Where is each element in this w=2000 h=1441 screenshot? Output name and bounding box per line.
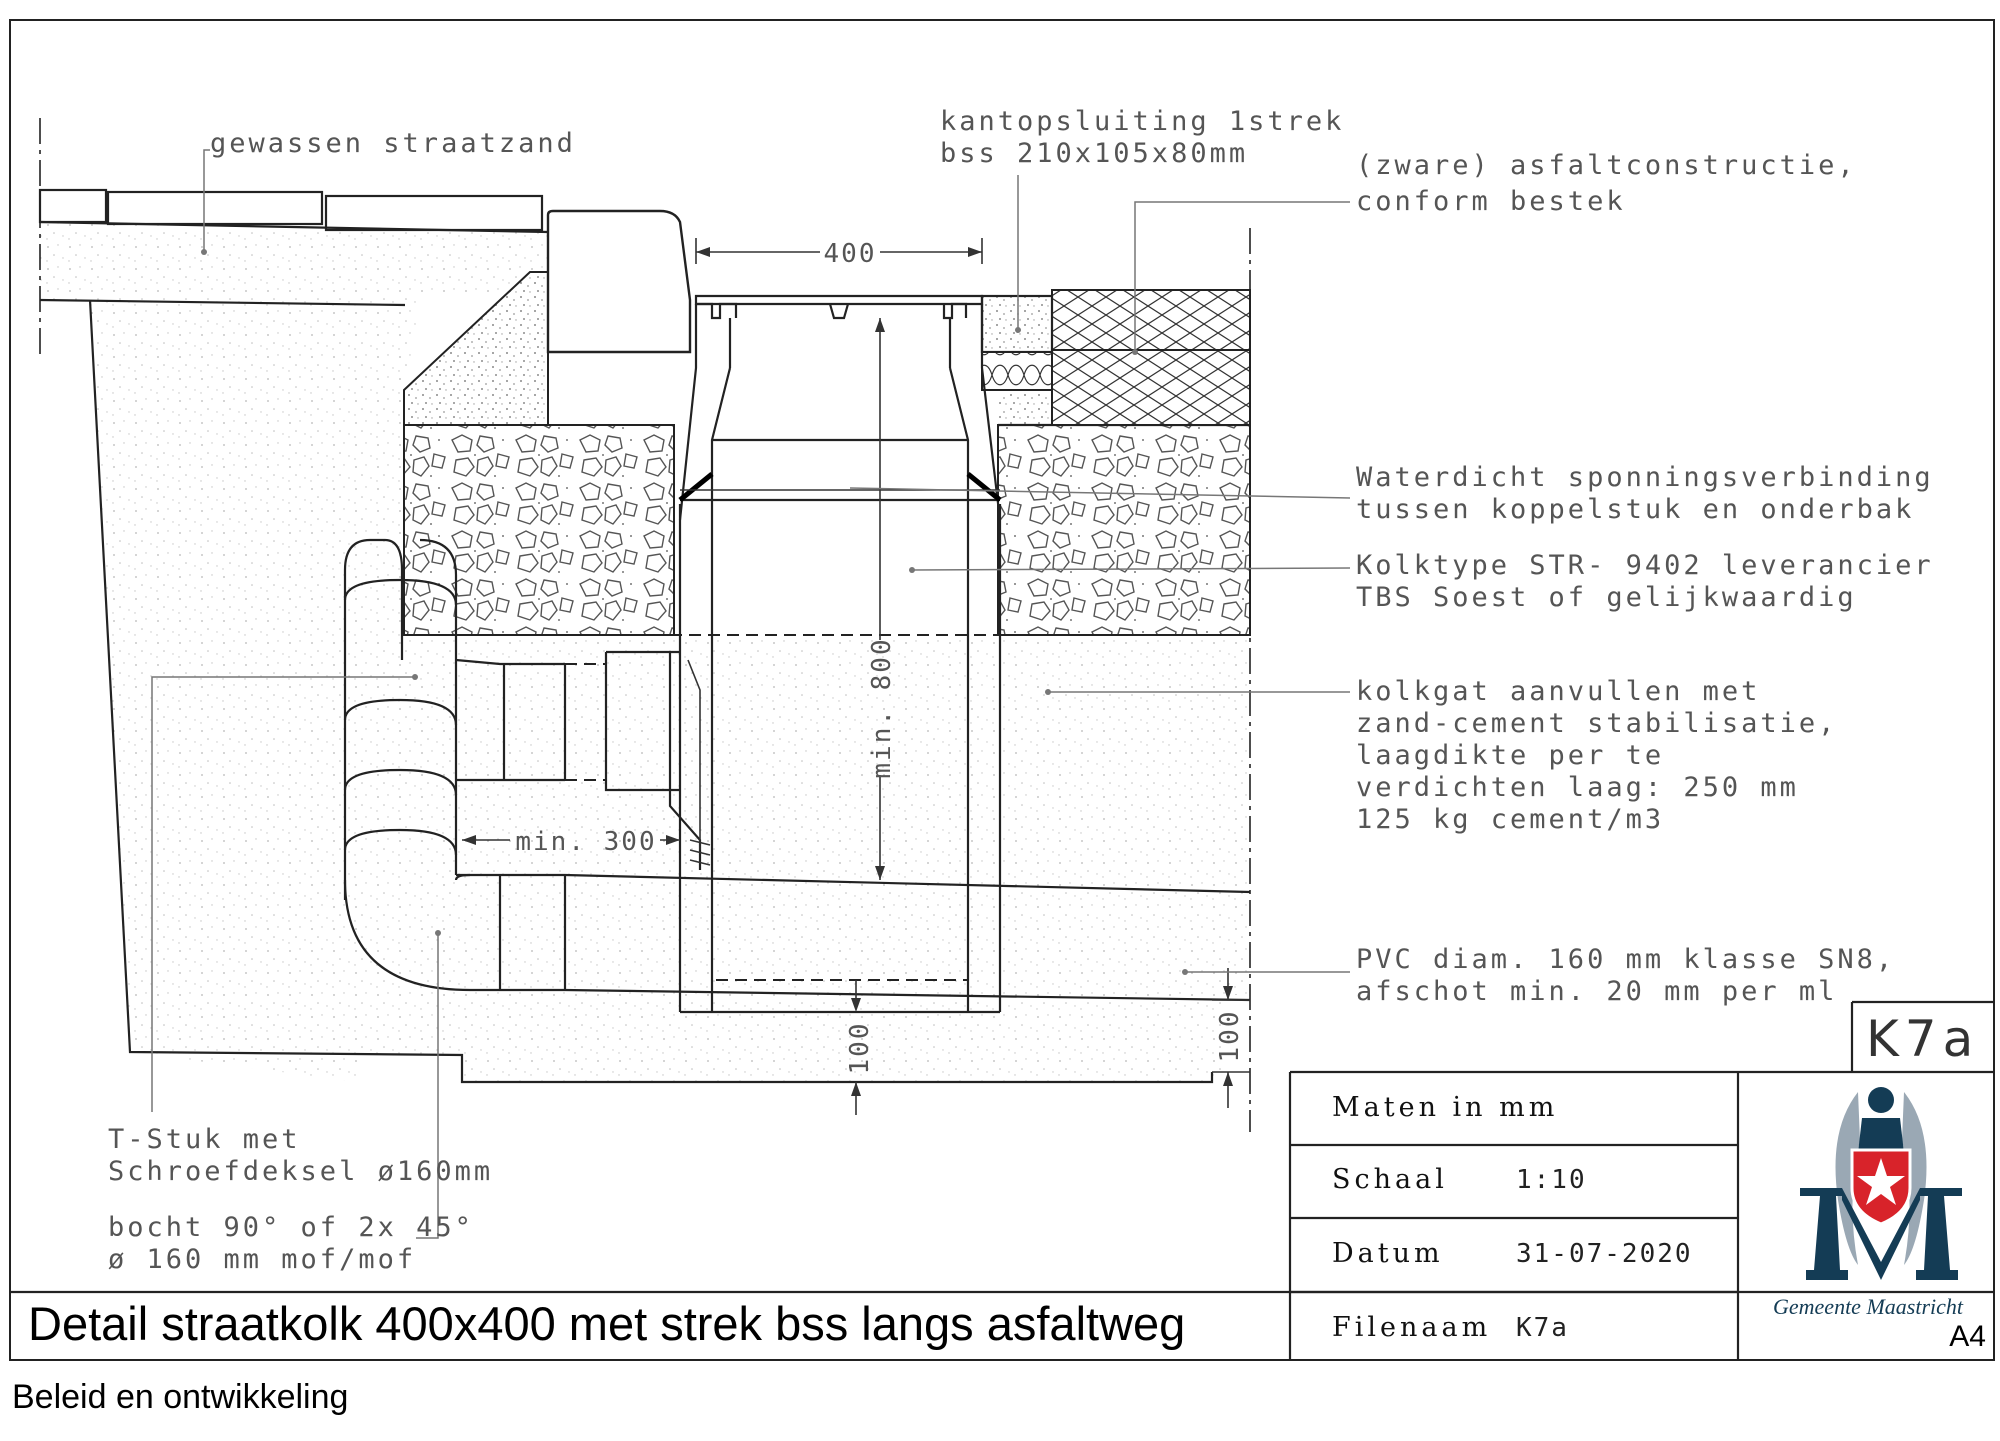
drawing-frame: [9, 19, 1995, 1361]
label-kolkgat-line2: zand-cement stabilisatie,: [1356, 708, 1837, 739]
label-kantopsluiting-line1: kantopsluiting 1strek: [940, 106, 1344, 137]
paper-size: A4: [1949, 1320, 1986, 1353]
title-block: [10, 1000, 1994, 1360]
pvc-pipework: [343, 538, 1251, 1002]
drawing-title: Detail straatkolk 400x400 met strek bss …: [28, 1297, 1185, 1350]
maten-label: Maten in mm: [1332, 1092, 1558, 1123]
dim-min-300: min. 300: [515, 827, 656, 857]
label-kolkgat-line4: verdichten laag: 250 mm: [1356, 772, 1799, 803]
label-kolktype-line2: TBS Soest of gelijkwaardig: [1356, 582, 1857, 613]
label-kolkgat-line3: laagdikte per te: [1356, 740, 1664, 771]
schaal-label: Schaal: [1332, 1164, 1448, 1195]
label-kantopsluiting-line2: bss 210x105x80mm: [940, 138, 1248, 169]
label-pvc-line2: afschot min. 20 mm per ml: [1356, 976, 1837, 1007]
dimension-lines: [462, 238, 1250, 1115]
dim-100-centre: 100: [845, 1022, 875, 1075]
label-tstuk-line1: T-Stuk met: [108, 1124, 301, 1155]
label-kolktype-line1: Kolktype STR- 9402 leverancier: [1356, 550, 1934, 581]
label-pvc-line1: PVC diam. 160 mm klasse SN8,: [1356, 944, 1895, 975]
dim-100-right: 100: [1215, 1010, 1245, 1063]
label-kolkgat-line1: kolkgat aanvullen met: [1356, 676, 1760, 707]
schaal-value: 1:10: [1516, 1165, 1587, 1195]
gemeente-maastricht-logo: [1800, 1087, 1962, 1280]
label-kolkgat-line5: 125 kg cement/m3: [1356, 804, 1664, 835]
kerb-stone: [546, 209, 692, 354]
dim-400: 400: [824, 239, 877, 269]
municipality-name: Gemeente Maastricht: [1773, 1294, 1964, 1319]
label-asfalt-line1: (zware) asfaltconstructie,: [1356, 150, 1857, 181]
label-waterdicht-line2: tussen koppelstuk en onderbak: [1356, 494, 1914, 525]
annotations: gewassen straatzand kantopsluiting 1stre…: [108, 106, 1934, 1275]
dim-min-800: min. 800: [867, 637, 897, 778]
label-tstuk-line2: Schroefdeksel ø160mm: [108, 1156, 493, 1187]
leader-lines: [151, 149, 1351, 1239]
label-asfalt-line2: conform bestek: [1356, 186, 1626, 217]
label-bocht-line2: ø 160 mm mof/mof: [108, 1244, 416, 1275]
filenaam-value: K7a: [1516, 1313, 1569, 1343]
datum-value: 31-07-2020: [1516, 1239, 1693, 1269]
filenaam-label: Filenaam: [1332, 1312, 1491, 1343]
gully-pot: [604, 294, 1002, 1014]
label-waterdicht-line1: Waterdicht sponningsverbinding: [1356, 462, 1934, 493]
drawing-code: K7a: [1866, 1010, 1979, 1068]
label-bocht-line1: bocht 90° of 2x 45°: [108, 1212, 474, 1243]
paving-stones: [38, 188, 544, 232]
label-gewassen-straatzand: gewassen straatzand: [210, 128, 576, 159]
datum-label: Datum: [1332, 1238, 1444, 1269]
department-label: Beleid en ontwikkeling: [12, 1378, 348, 1416]
